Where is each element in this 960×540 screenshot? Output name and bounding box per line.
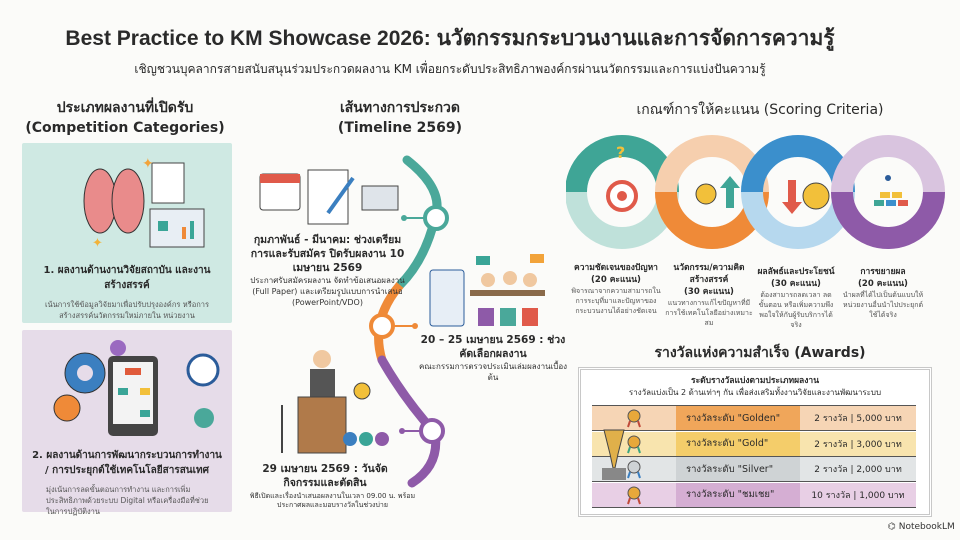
scoring-rings: ? [566,135,945,249]
notebooklm-logo-icon: ⌬ [888,522,899,532]
criteria-points: (30 คะแนน) [771,279,821,289]
scoring-heading: เกณฑ์การให้คะแนน (Scoring Criteria) [636,102,884,118]
timeline-path [369,155,449,488]
criteria-desc: นำผลที่ได้ไปเป็นต้นแบบให้หน่วยงานอื่นนำไ… [842,291,924,319]
timeline-step-3: 29 เมษายน 2569 : วันจัดกิจกรรมและตัดสิน [260,462,390,490]
svg-text:✦: ✦ [142,156,154,172]
timeline-heading: เส้นทางการประกวด (Timeline 2569) [300,98,500,138]
award-label: รางวัลระดับ "Silver" [676,457,800,481]
timeline-step-desc: พิธีเปิดและเรื่องนำเสนอผลงานในเวลา 09.00… [249,492,416,509]
medal-icon [627,435,641,453]
criteria-title: ผลลัพธ์และประโยชน์ [757,267,835,277]
categories-heading-en: (Competition Categories) [25,120,225,136]
categories-heading-th: ประเภทผลงานที่เปิดรับ [56,100,194,116]
timeline-node [419,418,445,444]
award-prize: 2 รางวัล | 3,000 บาท [800,431,916,456]
category-title: 2. ผลงานด้านการพัฒนากระบวนการทำงาน / การ… [32,450,222,476]
criteria-title: ความชัดเจนของปัญหา [574,263,658,273]
criteria-item: นวัตกรรม/ความคิดสร้างสรรค์ (30 คะแนน) แนวท… [664,262,754,328]
blocks-network-icon [874,200,884,206]
category-desc: มุ่งเน้นการลดขั้นตอนการทำงาน และการเพิ่ม… [46,485,209,516]
awards-subheading: ระดับรางวัลแบ่งตามประเภทผลงาน [691,376,819,386]
award-row: รางวัลระดับ "Silver"2 รางวัล | 2,000 บาท [592,457,916,482]
award-label: รางวัลระดับ "ชมเชย" [676,482,800,507]
smiley-icon [802,182,830,210]
timeline-step-title: 29 เมษายน 2569 : วันจัดกิจกรรมและตัดสิน [262,463,388,489]
award-medal-cell [592,406,676,430]
award-row: รางวัลระดับ "ชมเชย"10 รางวัล | 1,000 บาท [592,482,916,508]
timeline-step-2: 20 – 25 เมษายน 2569 : ช่วงคัดเลือกผลงาน … [418,333,568,383]
timeline-heading-th: เส้นทางการประกวด [339,100,461,116]
medal-icon [627,409,641,428]
trophy-icon [602,429,626,480]
checklist-committee-icon [429,254,545,327]
svg-text:✦: ✦ [92,236,103,251]
criteria-item: ผลลัพธ์และประโยชน์ (30 คะแนน) ต้องสามารถลด… [756,266,836,330]
categories-heading: ประเภทผลงานที่เปิดรับ (Competition Categ… [0,98,250,138]
category-card-research: ✦✦ 1. ผลงานด้านงานวิจัยสถาบัน และงานสร้า… [22,143,232,323]
awards-heading: รางวัลแห่งความสำเร็จ (Awards) [654,345,866,361]
lightbulb-icon [695,183,717,205]
criteria-item: การขยายผล (20 คะแนน) นำผลที่ได้ไปเป็นต้นแบ… [838,266,928,320]
award-medal-cell [592,482,676,507]
timeline-step-desc: คณะกรรมการตรวจประเมินเล่มผลงานเบื้องต้น [418,362,568,382]
timeline-step-title: กุมภาพันธ์ - มีนาคม: ช่วงเตรียมการและรับ… [250,234,405,274]
criteria-points: (20 คะแนน) [591,275,641,285]
timeline-heading-en: (Timeline 2569) [337,120,463,136]
award-prize: 2 รางวัล | 2,000 บาท [800,457,916,481]
category-title: 1. ผลงานด้านงานวิจัยสถาบัน และงานสร้างสร… [43,265,211,291]
gears-tablet-flowchart-icon [53,340,220,436]
down-arrow-icon [782,180,802,214]
timeline-step-desc: ประกาศรับสมัครผลงาน จัดทำข้อเสนอผลงาน (F… [250,276,405,307]
award-label: รางวัลระดับ "Gold" [676,431,800,456]
criteria-item: ความชัดเจนของปัญหา (20 คะแนน) พิจารณาจากคว… [570,262,662,316]
question-icon: ? [616,143,625,162]
criteria-points: (20 คะแนน) [858,279,908,289]
notebooklm-brand: ⌬ NotebookLM [888,522,955,532]
category-card-process: 2. ผลงานด้านการพัฒนากระบวนการทำงาน / การ… [22,330,232,516]
criteria-desc: พิจารณาจากความสามารถในการระบุที่มาและปัญ… [571,287,661,315]
award-prize: 10 รางวัล | 1,000 บาท [800,482,916,507]
page-title: Best Practice to KM Showcase 2026: นวัตก… [65,27,835,50]
award-row: รางวัลระดับ "Gold"2 รางวัล | 3,000 บาท [592,431,916,457]
award-row: รางวัลระดับ "Golden"2 รางวัล | 5,000 บาท [592,406,916,431]
brain-document-monitor-icon: ✦✦ [83,156,205,251]
criteria-title: นวัตกรรม/ความคิดสร้างสรรค์ [673,263,745,285]
award-prize: 2 รางวัล | 5,000 บาท [800,406,916,430]
award-label: รางวัลระดับ "Golden" [676,406,800,430]
calendar-document-icon [259,169,399,225]
timeline-step-1: กุมภาพันธ์ - มีนาคม: ช่วงเตรียมการและรับ… [245,233,410,308]
podium-speaker-medal-icon [281,350,389,454]
medal-icon [627,460,641,479]
timeline-node [423,205,449,231]
brand-label: NotebookLM [898,522,955,532]
criteria-desc: แนวทางการแก้ไขปัญหาที่มีการใช้เทคโนโลยีอ… [665,299,753,327]
category-desc: เน้นการใช้ข้อมูลวิจัยมาเพื่อปรับปรุงองค์… [44,300,210,320]
criteria-desc: ต้องสามารถลดเวลา ลดขั้นตอน หรือเพิ่มความ… [758,291,834,329]
criteria-points: (30 คะแนน) [684,287,734,297]
timeline-node [369,313,395,339]
criteria-title: การขยายผล [860,267,906,277]
timeline-step-title: 20 – 25 เมษายน 2569 : ช่วงคัดเลือกผลงาน [420,334,566,360]
page-subtitle: เชิญชวนบุคลากรสายสนับสนุนร่วมประกวดผลงาน… [134,62,766,76]
awards-note: รางวัลแบ่งเป็น 2 ด้านเท่าๆ กัน เพื่อส่งเ… [628,388,882,397]
medal-icon [627,486,641,504]
